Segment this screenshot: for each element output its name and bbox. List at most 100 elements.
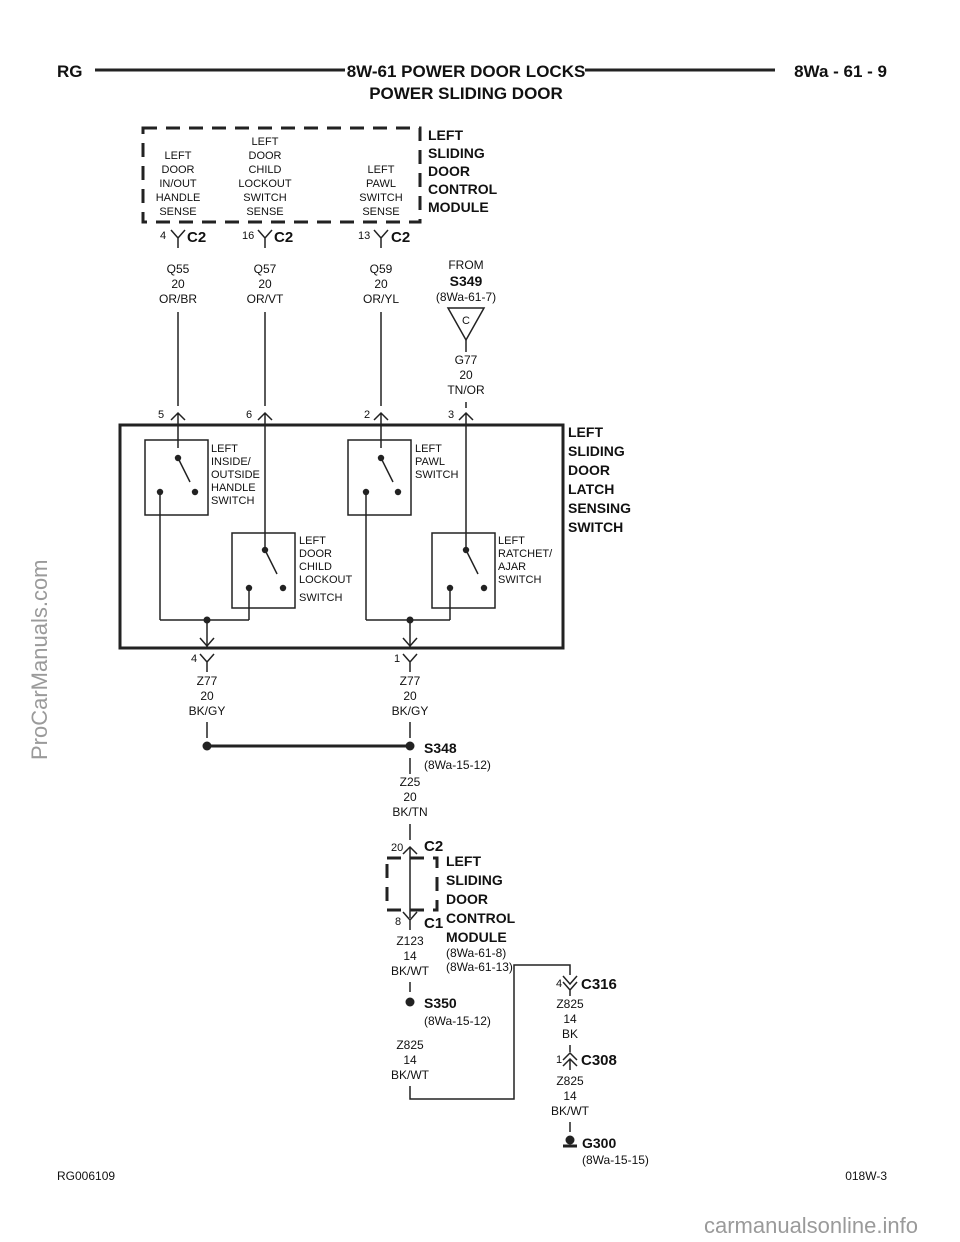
svg-text:G77: G77: [455, 353, 478, 367]
switch-inside-outside-handle: LEFT INSIDE/ OUTSIDE HANDLE SWITCH: [144, 439, 260, 620]
connector-c2-pin-13: 13 C2: [358, 229, 410, 248]
svg-text:20: 20: [459, 368, 473, 382]
svg-text:DOOR: DOOR: [162, 164, 195, 176]
latch-pin-6: 6: [246, 409, 273, 548]
svg-text:4: 4: [191, 653, 197, 665]
connector-c2-pin-16: 16 C2: [242, 229, 293, 248]
svg-text:Z825: Z825: [556, 997, 584, 1011]
svg-text:AJAR: AJAR: [498, 561, 526, 573]
bottom-control-module: 20 C2 8 C1 LEFT SLIDING DOOR CONTROL MOD…: [385, 824, 516, 974]
latch-pin-1-out: 1: [394, 637, 418, 672]
svg-text:LEFT: LEFT: [165, 150, 192, 162]
svg-text:20: 20: [403, 689, 417, 703]
switch-label-child-lockout: LEFT DOOR CHILD LOCKOUT SWITCH: [299, 535, 352, 604]
svg-text:Z123: Z123: [396, 934, 424, 948]
footer-code: 018W-3: [845, 1169, 887, 1183]
switch-ratchet-ajar: LEFT RATCHET/ AJAR SWITCH: [431, 532, 553, 620]
svg-text:CONTROL: CONTROL: [428, 181, 498, 197]
svg-text:C1: C1: [424, 915, 443, 932]
svg-text:OUTSIDE: OUTSIDE: [211, 469, 260, 481]
page-header: RG 8W-61 POWER DOOR LOCKS 8Wa - 61 - 9 P…: [57, 62, 887, 103]
svg-text:BK/WT: BK/WT: [391, 1068, 430, 1082]
svg-text:DOOR: DOOR: [299, 548, 332, 560]
svg-text:OR/BR: OR/BR: [159, 292, 197, 306]
wire-label-q57: Q57 20 OR/VT: [247, 262, 284, 306]
svg-text:SWITCH: SWITCH: [359, 192, 402, 204]
wire-label-z825-b: Z825 14 BK: [556, 997, 584, 1041]
svg-text:C2: C2: [274, 229, 293, 246]
module-top-outline: [141, 126, 422, 224]
switch-pawl: LEFT PAWL SWITCH: [347, 439, 458, 620]
svg-text:20: 20: [258, 277, 272, 291]
svg-text:SENSE: SENSE: [159, 206, 196, 218]
svg-text:5: 5: [158, 409, 164, 421]
sense-label-pawl: LEFT PAWL SWITCH SENSE: [359, 164, 402, 218]
svg-text:CHILD: CHILD: [248, 164, 281, 176]
svg-text:LEFT: LEFT: [568, 424, 603, 440]
svg-text:Q57: Q57: [254, 262, 277, 276]
latch-pin-4-out: 4: [191, 637, 215, 672]
svg-text:OR/YL: OR/YL: [363, 292, 399, 306]
svg-text:(8Wa-61-7): (8Wa-61-7): [436, 290, 496, 304]
wire-label-q55: Q55 20 OR/BR: [159, 262, 197, 306]
svg-text:SWITCH: SWITCH: [243, 192, 286, 204]
svg-text:LEFT: LEFT: [415, 443, 442, 455]
from-s349: FROM S349 (8Wa-61-7) C G77 20 TN/OR: [436, 258, 496, 397]
svg-text:SENSING: SENSING: [568, 500, 631, 516]
switch-label-handle: LEFT INSIDE/ OUTSIDE HANDLE SWITCH: [211, 443, 260, 507]
svg-text:SLIDING: SLIDING: [446, 872, 503, 888]
svg-text:SWITCH: SWITCH: [568, 519, 623, 535]
sense-label-handle: LEFT DOOR IN/OUT HANDLE SENSE: [156, 150, 201, 218]
svg-text:DOOR: DOOR: [446, 891, 488, 907]
connector-c316: 4 C316: [556, 975, 617, 996]
svg-text:LEFT: LEFT: [368, 164, 395, 176]
svg-text:(8Wa-61-8): (8Wa-61-8): [446, 946, 506, 960]
svg-text:SWITCH: SWITCH: [299, 592, 342, 604]
svg-text:1: 1: [556, 1054, 562, 1066]
splice-s350: S350 (8Wa-15-12): [405, 982, 491, 1028]
svg-text:FROM: FROM: [448, 258, 483, 272]
module-top-title: LEFT SLIDING DOOR CONTROL MODULE: [428, 127, 498, 215]
svg-text:CONTROL: CONTROL: [446, 910, 516, 926]
svg-text:SWITCH: SWITCH: [415, 469, 458, 481]
svg-text:C316: C316: [581, 976, 617, 993]
svg-text:14: 14: [563, 1012, 577, 1026]
svg-text:14: 14: [403, 1053, 417, 1067]
svg-text:DOOR: DOOR: [568, 462, 610, 478]
svg-text:CHILD: CHILD: [299, 561, 332, 573]
svg-text:G300: G300: [582, 1135, 616, 1151]
svg-text:(8Wa-15-12): (8Wa-15-12): [424, 1014, 491, 1028]
header-subtitle: POWER SLIDING DOOR: [369, 84, 563, 103]
svg-text:C2: C2: [424, 838, 443, 855]
header-page-number: 8Wa - 61 - 9: [794, 62, 887, 81]
module-bottom-outline: [385, 856, 439, 912]
svg-text:(8Wa-61-13): (8Wa-61-13): [446, 960, 513, 974]
latch-pin-5: 5: [158, 409, 186, 448]
wire-label-z825-a: Z825 14 BK/WT: [391, 1038, 430, 1082]
wire-z825-return: [409, 964, 571, 1100]
header-left: RG: [57, 62, 83, 81]
svg-text:(8Wa-15-15): (8Wa-15-15): [582, 1153, 649, 1167]
svg-text:20: 20: [171, 277, 185, 291]
wire-label-z25: Z25 20 BK/TN: [392, 775, 427, 819]
svg-text:INSIDE/: INSIDE/: [211, 456, 252, 468]
ground-g300: G300 (8Wa-15-15): [563, 1122, 649, 1167]
svg-text:Z77: Z77: [197, 674, 218, 688]
switch-label-ratchet: LEFT RATCHET/ AJAR SWITCH: [498, 535, 553, 586]
watermark-bottom: carmanualsonline.info: [704, 1213, 918, 1238]
svg-text:Z25: Z25: [400, 775, 421, 789]
svg-text:BK/WT: BK/WT: [551, 1104, 590, 1118]
svg-text:C2: C2: [391, 229, 410, 246]
svg-text:C: C: [462, 315, 470, 327]
svg-text:LATCH: LATCH: [568, 481, 614, 497]
svg-text:DOOR: DOOR: [428, 163, 470, 179]
splice-s348: S348 (8Wa-15-12): [202, 722, 491, 774]
svg-text:13: 13: [358, 230, 370, 242]
svg-text:BK: BK: [562, 1027, 578, 1041]
svg-text:IN/OUT: IN/OUT: [159, 178, 197, 190]
wire-label-q59: Q59 20 OR/YL: [363, 262, 399, 306]
svg-text:14: 14: [403, 949, 417, 963]
svg-text:HANDLE: HANDLE: [211, 482, 256, 494]
latch-switch-outline: [118, 423, 565, 650]
